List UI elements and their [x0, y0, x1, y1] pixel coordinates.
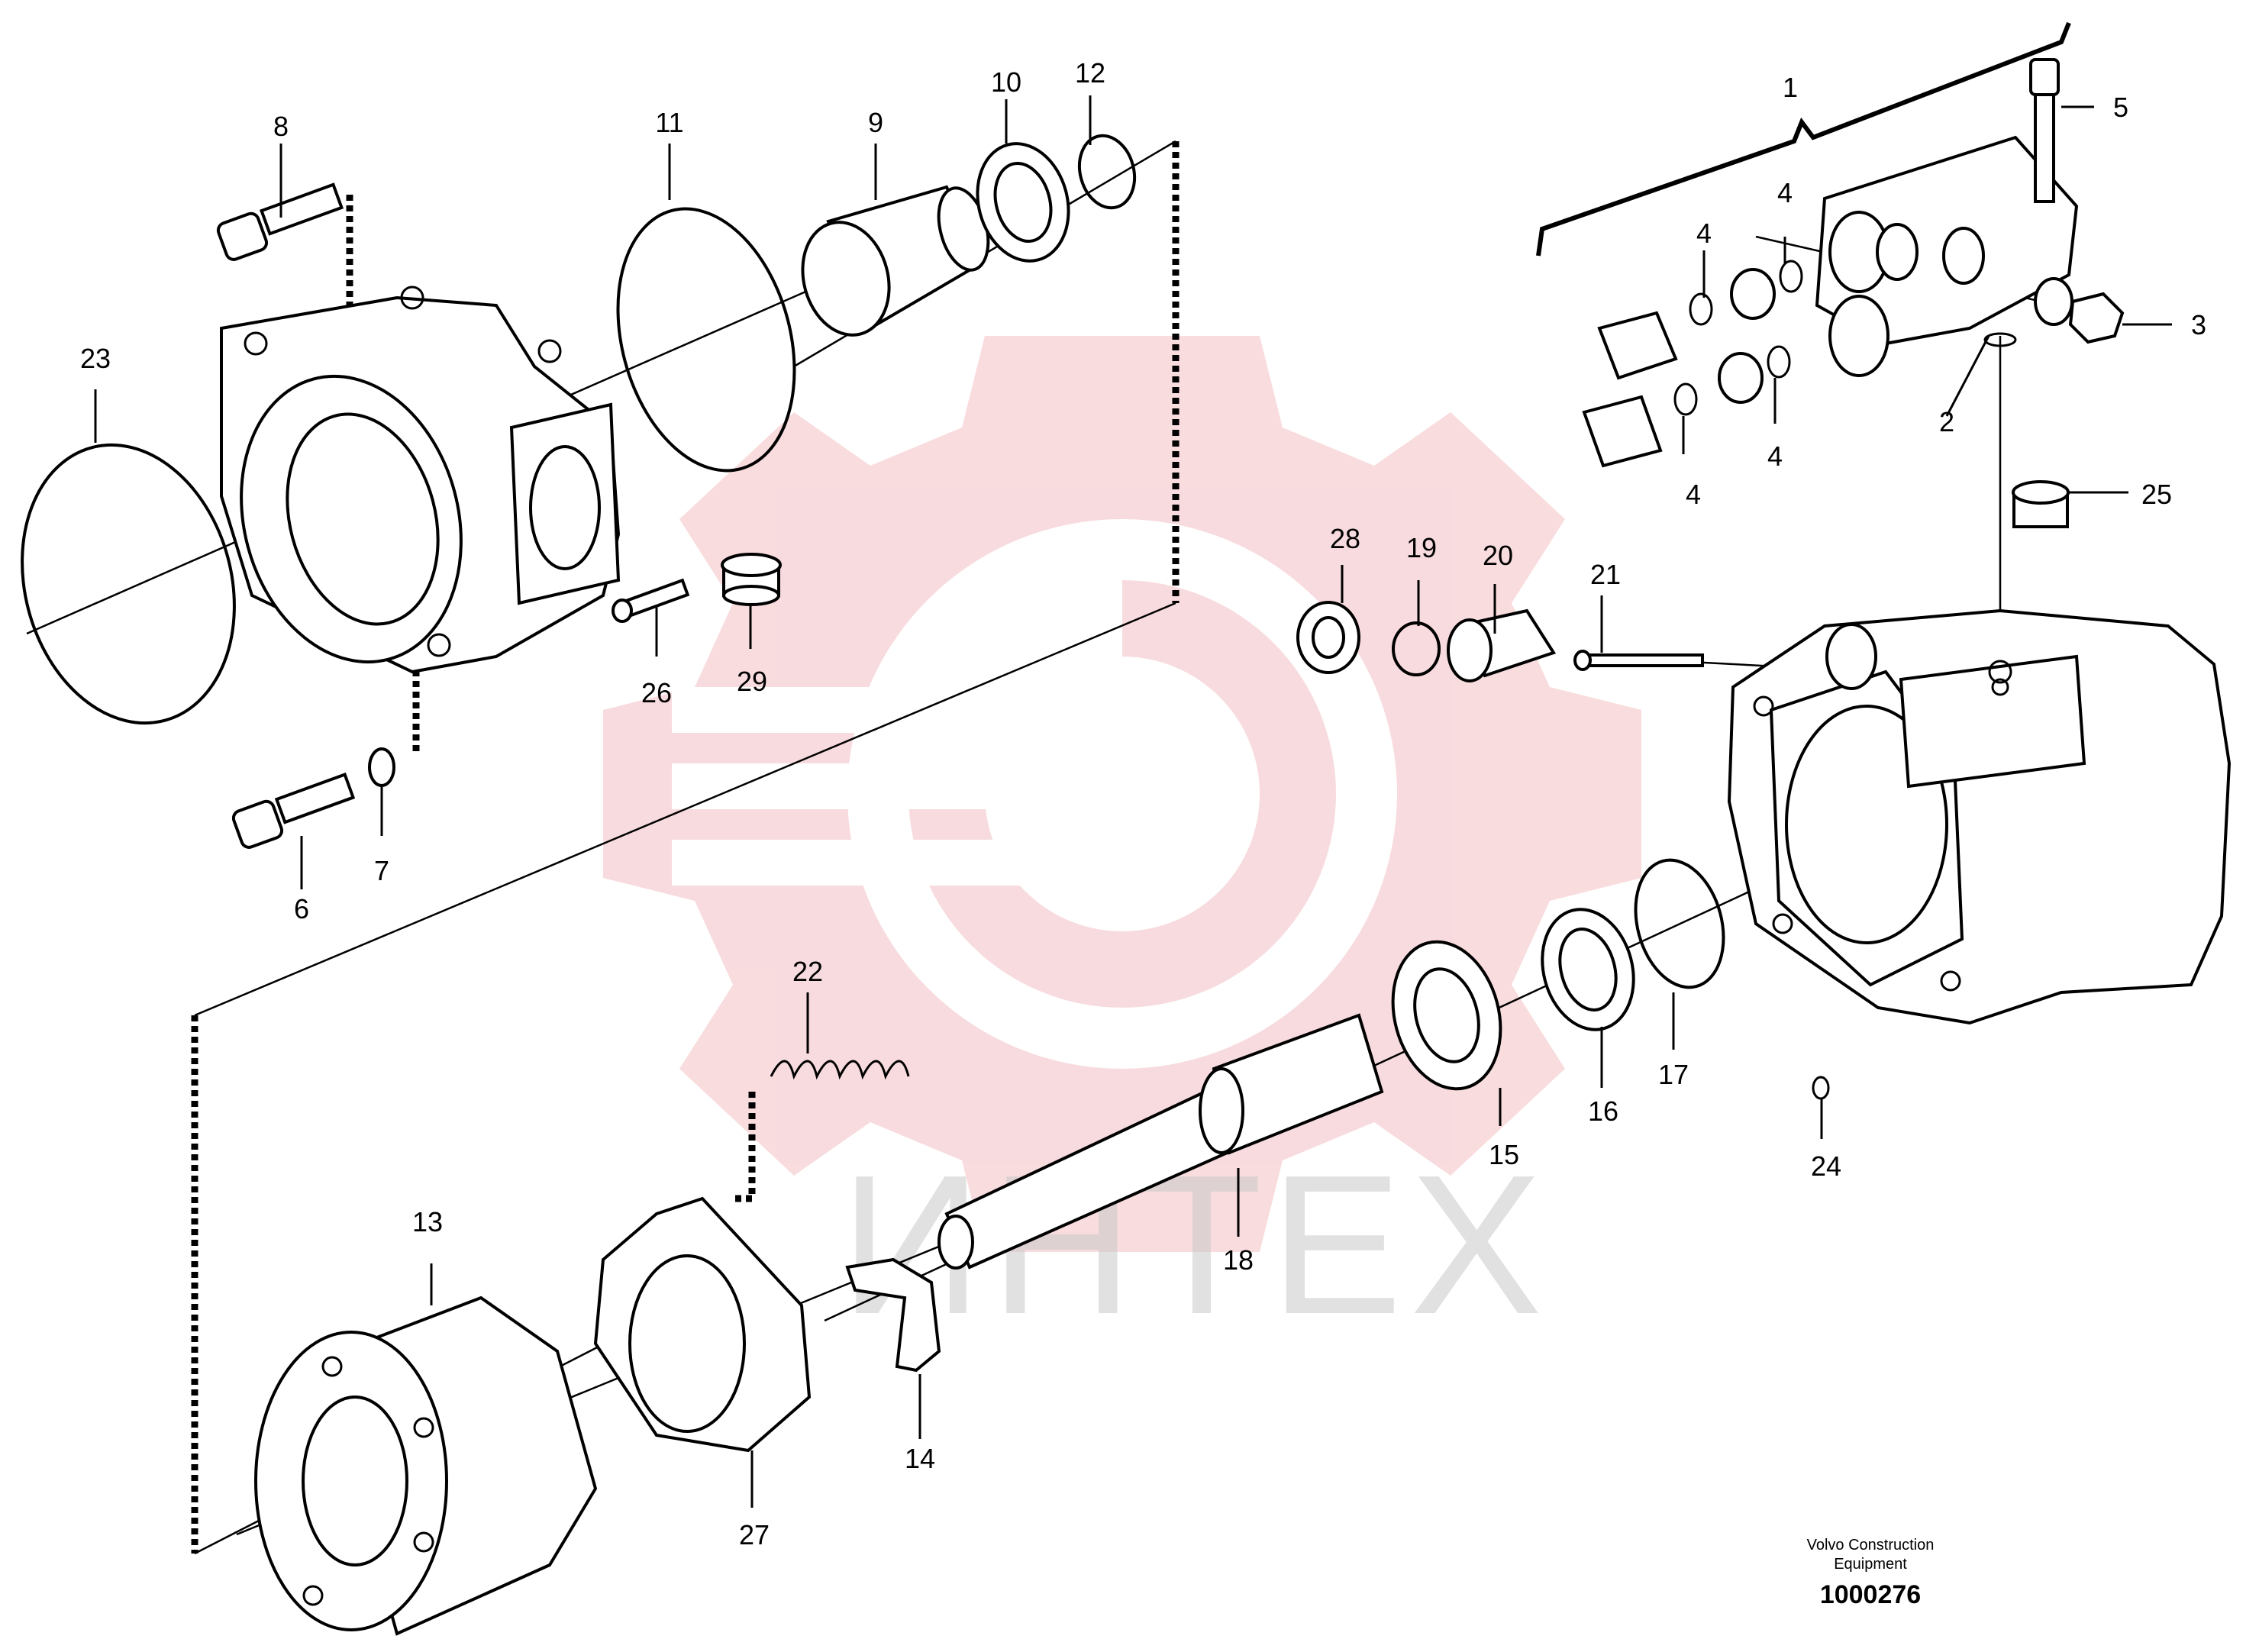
plug-29 [721, 553, 782, 606]
label-1: 1 [1783, 72, 1798, 103]
label-4c: 4 [1686, 479, 1701, 510]
o-ring-11 [616, 207, 796, 473]
label-11: 11 [655, 107, 683, 138]
label-6: 6 [294, 893, 309, 924]
sleeve [801, 185, 990, 337]
label-17: 17 [1658, 1059, 1689, 1090]
label-7: 7 [374, 855, 389, 886]
label-24: 24 [1811, 1150, 1841, 1182]
label-29: 29 [737, 666, 767, 697]
label-23: 23 [80, 343, 111, 374]
footer-brand: Volvo Construction [1807, 1537, 1935, 1554]
label-18: 18 [1223, 1244, 1254, 1276]
assembly-path-line-2 [194, 602, 1176, 1017]
screw-6 [231, 772, 356, 849]
retaining-ring-17 [1634, 858, 1725, 989]
label-8: 8 [273, 111, 289, 142]
sleeve-28 [1296, 601, 1360, 674]
o-ring-24 [1812, 1076, 1830, 1100]
assembly-bracket [1536, 21, 2071, 257]
plug-3 [2068, 292, 2125, 344]
label-16: 16 [1588, 1095, 1618, 1127]
plug-25 [2012, 480, 2070, 528]
o-ring-2 [1983, 332, 2017, 347]
label-21: 21 [1590, 559, 1621, 590]
pin-26 [612, 578, 690, 623]
spring-22 [770, 1060, 910, 1080]
flange-housing [220, 286, 621, 674]
label-3: 3 [2191, 309, 2206, 340]
label-25: 25 [2141, 479, 2172, 510]
label-28: 28 [1330, 523, 1360, 554]
label-10: 10 [991, 66, 1021, 98]
label-15: 15 [1489, 1139, 1519, 1170]
assembly-dashed-lines [191, 141, 1180, 1554]
label-12: 12 [1075, 57, 1105, 89]
o-ring-large [21, 443, 236, 725]
screw-8 [216, 182, 344, 261]
label-14: 14 [905, 1443, 935, 1474]
label-4b: 4 [1777, 177, 1793, 208]
label-5: 5 [2113, 92, 2128, 123]
label-4d: 4 [1767, 440, 1783, 472]
footer-brand-line2: Equipment [1834, 1556, 1907, 1573]
part-labels: 1 2 3 4 4 4 4 5 6 7 8 9 10 11 12 13 14 1… [80, 57, 2206, 1550]
drive-shaft [937, 1013, 1384, 1270]
snap-ring-12 [1077, 134, 1137, 210]
leader-lines [94, 95, 2172, 1508]
label-2: 2 [1939, 406, 1954, 437]
seal-16 [1541, 908, 1635, 1031]
label-13: 13 [412, 1206, 443, 1237]
label-20: 20 [1483, 540, 1513, 571]
pin-21 [1573, 650, 1704, 671]
washer-7 [368, 747, 395, 787]
screw-5 [2029, 58, 2060, 203]
label-4a: 4 [1696, 218, 1712, 249]
drawing-number: 1000276 [1820, 1580, 1921, 1609]
pump-housing [1727, 608, 2232, 1025]
watermark-gear-logo [603, 336, 1641, 1252]
valve-caps [1582, 260, 1803, 468]
swash-plate [593, 1196, 812, 1453]
label-9: 9 [868, 107, 883, 138]
label-27: 27 [739, 1519, 770, 1550]
label-19: 19 [1406, 532, 1437, 563]
o-ring-19 [1392, 621, 1441, 676]
piston-20 [1447, 608, 1557, 682]
valve-block [1815, 135, 2079, 377]
bearing-10 [976, 142, 1070, 263]
label-26: 26 [641, 677, 672, 708]
bearing-15 [1391, 940, 1502, 1091]
shell-14 [845, 1257, 941, 1373]
cylinder-block [254, 1295, 598, 1636]
label-22: 22 [792, 956, 823, 987]
